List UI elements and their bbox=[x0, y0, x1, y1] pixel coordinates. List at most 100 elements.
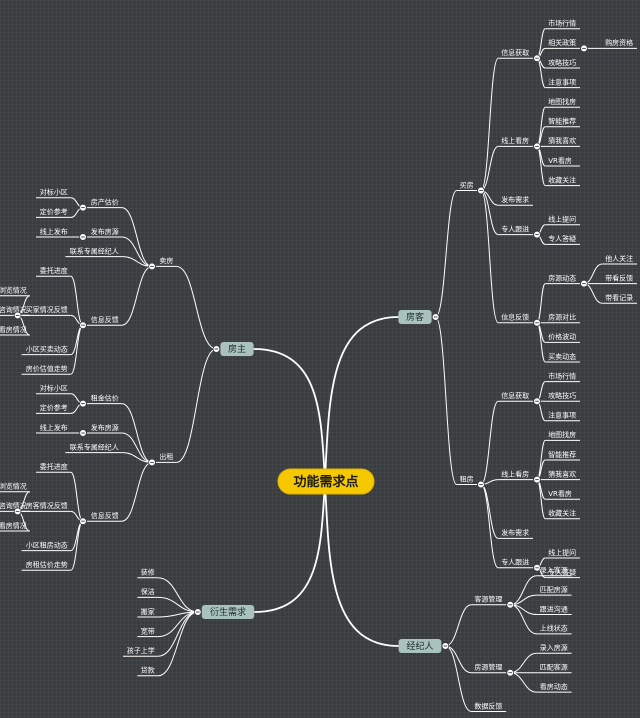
collapse-toggle-icon[interactable] bbox=[506, 600, 515, 609]
branch-node-房主[interactable]: 房主 bbox=[220, 342, 254, 356]
topic-客源管理[interactable]: 客源管理 bbox=[474, 595, 502, 604]
topic-出租[interactable]: 出租 bbox=[159, 452, 173, 461]
topic-价格波动[interactable]: 价格波动 bbox=[548, 332, 576, 341]
branch-node-经纪人[interactable]: 经纪人 bbox=[398, 639, 442, 653]
topic-发布房源[interactable]: 发布房源 bbox=[91, 423, 119, 432]
topic-委托进度[interactable]: 委托进度 bbox=[40, 462, 68, 471]
topic-信息获取[interactable]: 信息获取 bbox=[501, 391, 529, 400]
central-topic[interactable]: 功能需求点 bbox=[277, 468, 375, 495]
collapse-toggle-icon[interactable] bbox=[79, 203, 87, 212]
topic-市场行情[interactable]: 市场行情 bbox=[548, 19, 576, 28]
topic-收藏关注[interactable]: 收藏关注 bbox=[548, 175, 576, 184]
topic-租金估价[interactable]: 租金估价 bbox=[91, 393, 119, 402]
topic-匹配房源[interactable]: 匹配房源 bbox=[540, 585, 568, 594]
topic-买家情况反馈[interactable]: 买家情况反馈 bbox=[26, 305, 68, 314]
collapse-toggle-icon[interactable] bbox=[79, 233, 87, 241]
collapse-toggle-icon[interactable] bbox=[441, 642, 450, 650]
topic-买卖动态[interactable]: 买卖动态 bbox=[548, 352, 576, 361]
topic-VR看房[interactable]: VR看房 bbox=[548, 156, 572, 165]
collapse-toggle-icon[interactable] bbox=[506, 668, 515, 677]
topic-智能推荐[interactable]: 智能推荐 bbox=[548, 450, 576, 459]
topic-看房情况[interactable]: 看房情况 bbox=[0, 521, 27, 530]
topic-注意事项[interactable]: 注意事项 bbox=[548, 411, 576, 420]
topic-地图找房[interactable]: 地图找房 bbox=[548, 430, 576, 439]
topic-线上发布[interactable]: 线上发布 bbox=[40, 423, 68, 432]
topic-联系专属经纪人[interactable]: 联系专属经纪人 bbox=[70, 442, 119, 451]
topic-买房[interactable]: 买房 bbox=[460, 180, 474, 189]
topic-发布房源[interactable]: 发布房源 bbox=[91, 227, 119, 236]
topic-数据反馈[interactable]: 数据反馈 bbox=[474, 701, 502, 710]
topic-看房情况[interactable]: 看房情况 bbox=[0, 325, 27, 334]
topic-信息反馈[interactable]: 信息反馈 bbox=[91, 315, 119, 324]
topic-智能推荐[interactable]: 智能推荐 bbox=[548, 117, 576, 126]
collapse-toggle-icon[interactable] bbox=[79, 321, 87, 330]
topic-专人答疑[interactable]: 专人答疑 bbox=[548, 567, 576, 576]
collapse-toggle-icon[interactable] bbox=[431, 313, 440, 321]
topic-VR看房[interactable]: VR看房 bbox=[548, 489, 572, 498]
collapse-toggle-icon[interactable] bbox=[580, 279, 588, 288]
topic-房价估值走势[interactable]: 房价估值走势 bbox=[26, 364, 68, 373]
topic-房源动态[interactable]: 房源动态 bbox=[548, 273, 576, 282]
collapse-toggle-icon[interactable] bbox=[533, 318, 541, 327]
collapse-toggle-icon[interactable] bbox=[79, 517, 87, 525]
topic-看房动态[interactable]: 看房动态 bbox=[540, 682, 568, 691]
topic-保洁[interactable]: 保洁 bbox=[141, 587, 155, 596]
collapse-toggle-icon[interactable] bbox=[13, 311, 22, 320]
collapse-toggle-icon[interactable] bbox=[533, 142, 541, 151]
topic-相关政策[interactable]: 相关政策 bbox=[548, 38, 576, 47]
topic-房源对比[interactable]: 房源对比 bbox=[548, 313, 576, 322]
collapse-toggle-icon[interactable] bbox=[148, 262, 156, 271]
topic-房产估价[interactable]: 房产估价 bbox=[91, 197, 119, 206]
topic-定价参考[interactable]: 定价参考 bbox=[40, 207, 68, 216]
topic-委托进度[interactable]: 委托进度 bbox=[40, 266, 68, 275]
topic-发布需求[interactable]: 发布需求 bbox=[501, 195, 529, 204]
topic-市场行情[interactable]: 市场行情 bbox=[548, 371, 576, 380]
topic-联系专属经纪人[interactable]: 联系专属经纪人 bbox=[70, 246, 119, 255]
topic-贷款[interactable]: 贷款 bbox=[141, 666, 155, 675]
topic-地图找房[interactable]: 地图找房 bbox=[548, 97, 576, 106]
topic-跟进沟通[interactable]: 跟进沟通 bbox=[540, 604, 568, 613]
collapse-toggle-icon[interactable] bbox=[533, 563, 541, 572]
topic-定价参考[interactable]: 定价参考 bbox=[40, 403, 68, 412]
collapse-toggle-icon[interactable] bbox=[533, 475, 541, 484]
topic-房源管理[interactable]: 房源管理 bbox=[474, 663, 502, 672]
collapse-toggle-icon[interactable] bbox=[533, 54, 541, 62]
collapse-toggle-icon[interactable] bbox=[79, 399, 87, 408]
topic-房客情况反馈[interactable]: 房客情况反馈 bbox=[26, 501, 68, 510]
topic-浏览情况[interactable]: 浏览情况 bbox=[0, 286, 27, 295]
topic-带看反馈[interactable]: 带看反馈 bbox=[605, 273, 633, 282]
topic-攻略技巧[interactable]: 攻略技巧 bbox=[548, 58, 576, 67]
collapse-toggle-icon[interactable] bbox=[148, 458, 156, 467]
topic-收藏关注[interactable]: 收藏关注 bbox=[548, 509, 576, 518]
topic-上线状态[interactable]: 上线状态 bbox=[540, 624, 568, 633]
topic-攻略技巧[interactable]: 攻略技巧 bbox=[548, 391, 576, 400]
topic-信息获取[interactable]: 信息获取 bbox=[501, 48, 529, 57]
topic-房租估价走势[interactable]: 房租估价走势 bbox=[26, 560, 68, 569]
topic-信息反馈[interactable]: 信息反馈 bbox=[91, 511, 119, 520]
topic-小区买卖动态[interactable]: 小区买卖动态 bbox=[26, 344, 68, 353]
topic-专人跟进[interactable]: 专人跟进 bbox=[501, 224, 529, 233]
topic-猜我喜欢[interactable]: 猜我喜欢 bbox=[548, 136, 576, 145]
collapse-toggle-icon[interactable] bbox=[533, 230, 541, 239]
collapse-toggle-icon[interactable] bbox=[212, 345, 221, 353]
topic-线上提问[interactable]: 线上提问 bbox=[548, 548, 576, 557]
topic-搬家[interactable]: 搬家 bbox=[141, 607, 155, 616]
topic-录入客源[interactable]: 录入客源 bbox=[540, 566, 568, 575]
collapse-toggle-icon[interactable] bbox=[477, 186, 485, 195]
topic-线上提问[interactable]: 线上提问 bbox=[548, 215, 576, 224]
topic-租房[interactable]: 租房 bbox=[460, 474, 474, 483]
topic-专人答疑[interactable]: 专人答疑 bbox=[548, 234, 576, 243]
branch-node-房客[interactable]: 房客 bbox=[398, 310, 432, 324]
topic-对标小区[interactable]: 对标小区 bbox=[40, 188, 68, 197]
topic-卖房[interactable]: 卖房 bbox=[159, 256, 173, 265]
topic-匹配客源[interactable]: 匹配客源 bbox=[540, 663, 568, 672]
topic-带看记录[interactable]: 带看记录 bbox=[605, 294, 633, 302]
topic-猜我喜欢[interactable]: 猜我喜欢 bbox=[548, 469, 576, 478]
collapse-toggle-icon[interactable] bbox=[477, 480, 485, 489]
branch-node-衍生需求[interactable]: 衍生需求 bbox=[201, 605, 255, 619]
topic-对标小区[interactable]: 对标小区 bbox=[40, 384, 68, 393]
topic-咨询情况[interactable]: 咨询情况 bbox=[0, 305, 27, 314]
topic-注意事项[interactable]: 注意事项 bbox=[548, 77, 576, 86]
topic-他人关注[interactable]: 他人关注 bbox=[605, 254, 633, 263]
collapse-toggle-icon[interactable] bbox=[79, 429, 87, 437]
